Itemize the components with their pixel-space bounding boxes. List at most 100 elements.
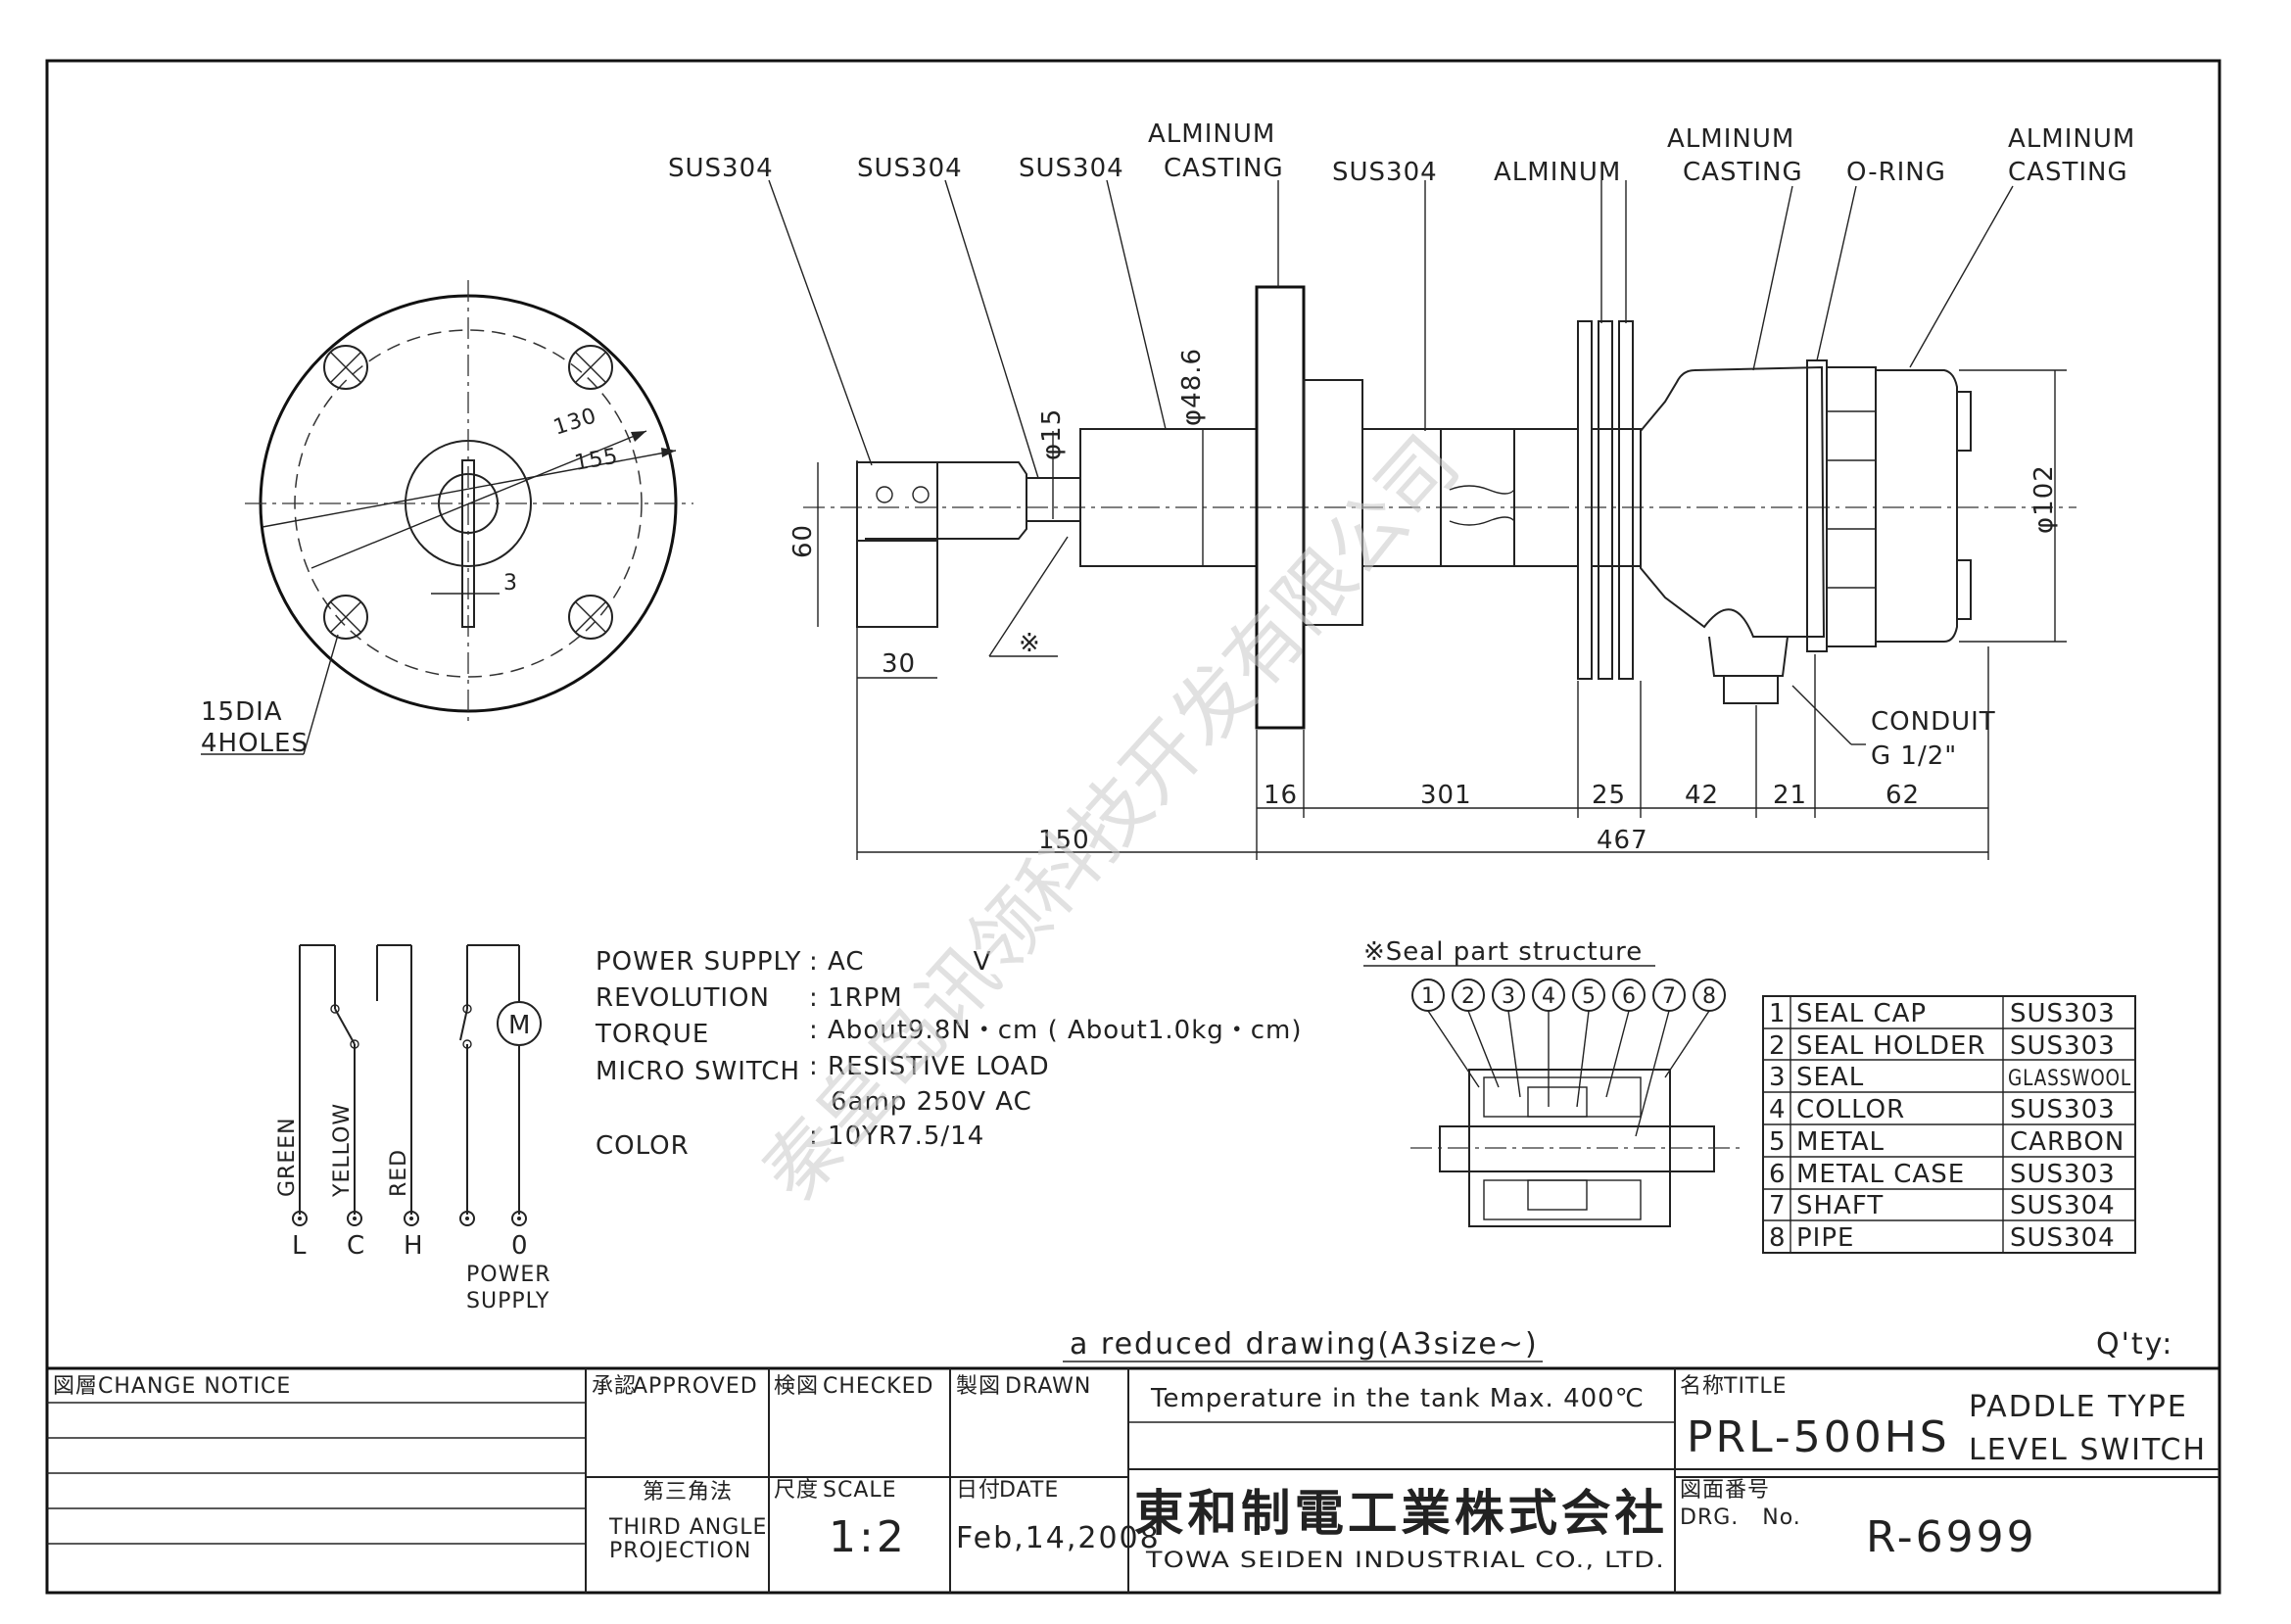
material-7a: ALMINUM (1667, 124, 1794, 154)
dim-155: 155 (573, 444, 621, 475)
company-name-en: TOWA SEIDEN INDUSTRIAL CO., LTD. (1145, 1549, 1665, 1573)
dim-16: 16 (1264, 781, 1298, 810)
drawn-jp: 製図 (956, 1374, 1001, 1399)
material-callouts: SUS304 SUS304 SUS304 ALMINUM CASTING SUS… (668, 119, 2134, 187)
material-2: SUS304 (857, 154, 963, 183)
terminal-0: 0 (511, 1231, 529, 1261)
svg-text:3: 3 (1502, 984, 1516, 1009)
terminal-h: H (404, 1231, 424, 1261)
drawing-number: R-6999 (1866, 1512, 2037, 1562)
svg-text:6: 6 (1622, 984, 1637, 1009)
svg-text:CARBON: CARBON (2010, 1127, 2124, 1157)
dim-150: 150 (1038, 826, 1090, 855)
holes-count: 4HOLES (201, 729, 309, 758)
seal-title: ※Seal part structure (1363, 937, 1643, 967)
dim-phi48: φ48.6 (1177, 348, 1207, 426)
conduit-label: CONDUIT (1871, 707, 1996, 737)
paddle-blade (856, 461, 938, 628)
spec-label-switch: MICRO SWITCH (596, 1057, 800, 1086)
wiring-diagram: M GREEN YELLOW RED L C H 0 POWER SUPPLY (275, 944, 551, 1314)
drawing-no-jp: 図面番号 (1680, 1478, 1770, 1503)
drawn: DRAWN (1005, 1374, 1091, 1399)
specifications: POWER SUPPLY : AC V REVOLUTION : 1RPM TO… (595, 947, 1302, 1161)
svg-text:SUS303: SUS303 (2010, 1031, 2116, 1061)
drawing-no-label: DRG. No. (1680, 1505, 1801, 1530)
svg-text:GLASSWOOL: GLASSWOOL (2008, 1067, 2131, 1091)
svg-text:METAL CASE: METAL CASE (1796, 1160, 1965, 1189)
svg-text:SEAL: SEAL (1796, 1063, 1864, 1092)
material-4b: CASTING (1164, 154, 1284, 183)
dim-30: 30 (882, 649, 916, 679)
dim-467: 467 (1597, 826, 1648, 855)
spec-value-rating: 6amp 250V AC (831, 1087, 1032, 1117)
product-name-2: LEVEL SWITCH (1969, 1433, 2207, 1467)
dim-60: 60 (788, 524, 818, 558)
svg-text:SUS303: SUS303 (2010, 1160, 2116, 1189)
svg-text:SEAL CAP: SEAL CAP (1796, 999, 1927, 1028)
material-6: ALMINUM (1494, 158, 1621, 187)
wire-green: GREEN (275, 1117, 300, 1197)
parts-row: 5 METAL CARBON (1769, 1127, 2124, 1157)
supply-label: SUPPLY (466, 1289, 549, 1314)
title-label: TITLE (1723, 1374, 1788, 1399)
checked-jp: 検図 (774, 1374, 819, 1399)
scale-value: 1:2 (829, 1512, 907, 1562)
product-name-1: PADDLE TYPE (1969, 1390, 2188, 1424)
spec-value-power: : AC V (809, 947, 991, 977)
date-jp: 日付 (956, 1478, 1001, 1503)
material-8: O-RING (1846, 158, 1946, 187)
dim-phi102: φ102 (2029, 464, 2059, 534)
parts-row: 3 SEAL GLASSWOOL (1769, 1063, 2131, 1092)
svg-text:3: 3 (1769, 1063, 1787, 1092)
spec-label-torque: TORQUE (595, 1020, 709, 1049)
dim-42: 42 (1685, 781, 1719, 810)
dim-62: 62 (1885, 781, 1920, 810)
material-5: SUS304 (1332, 158, 1438, 187)
svg-text:7: 7 (1769, 1191, 1787, 1220)
housing-body (1640, 365, 1826, 638)
drawing-border (45, 59, 2221, 1595)
svg-text:COLLOR: COLLOR (1796, 1095, 1905, 1124)
svg-text:1: 1 (1421, 984, 1436, 1009)
seal-balloons: 1 2 3 4 5 6 7 8 (1411, 979, 1726, 1012)
projection-jp: 第三角法 (643, 1480, 733, 1505)
power-label: POWER (466, 1263, 551, 1287)
motor-symbol (497, 1001, 542, 1046)
checked: CHECKED (823, 1374, 933, 1399)
dim-mark: ※ (1019, 629, 1041, 658)
holes-label: 15DIA (201, 697, 283, 727)
svg-text:8: 8 (1702, 984, 1717, 1009)
date-label: DATE (999, 1478, 1059, 1503)
svg-text:PIPE: PIPE (1796, 1223, 1854, 1253)
material-1: SUS304 (668, 154, 774, 183)
projection-1: THIRD ANGLE (608, 1515, 767, 1540)
scale-jp: 尺度 (774, 1478, 819, 1503)
company-name-jp: 東和制電工業株式会社 (1134, 1485, 1668, 1542)
material-7b: CASTING (1683, 158, 1803, 187)
wire-yellow: YELLOW (330, 1103, 355, 1198)
reduced-note: a reduced drawing(A3size~) (1070, 1327, 1539, 1361)
dim-3: 3 (503, 571, 518, 596)
svg-text:METAL: METAL (1796, 1127, 1885, 1157)
svg-text:SUS303: SUS303 (2010, 1095, 2116, 1124)
dim-phi15: φ15 (1037, 408, 1067, 460)
material-4a: ALMINUM (1148, 119, 1275, 149)
temperature-note: Temperature in the tank Max. 400℃ (1150, 1384, 1645, 1413)
approved-jp: 承認 (592, 1374, 637, 1399)
material-leaders (768, 179, 2014, 745)
svg-text:2: 2 (1769, 1031, 1787, 1061)
title-jp: 名称 (1680, 1374, 1725, 1399)
spec-value-revolution: : 1RPM (809, 983, 903, 1013)
svg-text:5: 5 (1582, 984, 1597, 1009)
svg-text:1: 1 (1769, 999, 1787, 1028)
model-number: PRL-500HS (1687, 1412, 1950, 1462)
svg-text:5: 5 (1769, 1127, 1787, 1157)
conduit-size: G 1/2" (1871, 741, 1957, 771)
spec-label-color: COLOR (596, 1131, 690, 1161)
